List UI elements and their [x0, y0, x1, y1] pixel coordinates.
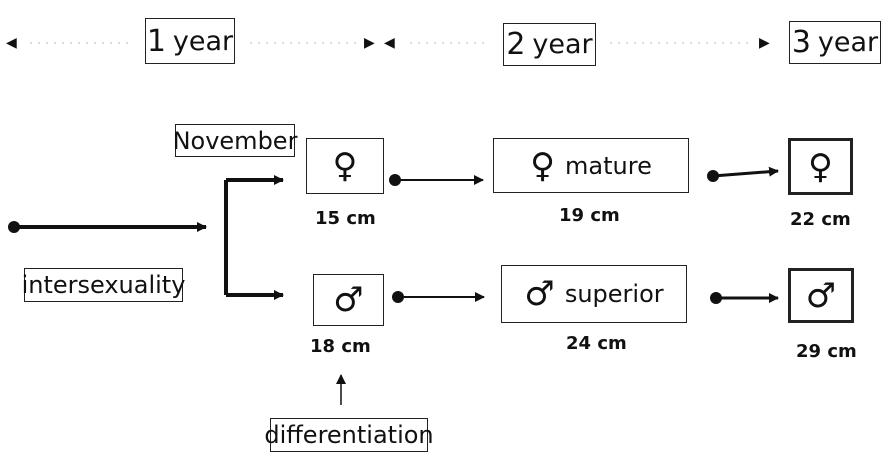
differentiation-label: differentiation — [264, 418, 434, 452]
intersexuality-label: intersexuality — [22, 268, 185, 302]
timeline-right-marker: ▶ — [364, 35, 375, 51]
male-stage-2-box: ♂ superior — [501, 265, 687, 323]
female-size-2: 19 cm — [559, 205, 620, 226]
female-symbol-icon: ♀ — [530, 145, 556, 186]
male-symbol-icon: ♂ — [524, 274, 555, 314]
female-stage-2-box: ♀ mature — [493, 138, 689, 193]
female-stage-1-box: ♀ — [306, 138, 384, 194]
female-symbol-icon: ♀ — [808, 146, 833, 187]
year-label-2: 2 year — [503, 23, 596, 66]
male-stage-3-box: ♂ — [788, 268, 854, 323]
female-arrow-2 — [712, 166, 779, 178]
male-size-2: 24 cm — [566, 333, 627, 354]
male-symbol-icon: ♂ — [805, 275, 837, 316]
year-label-1: 1 year — [145, 18, 235, 64]
male-size-3: 29 cm — [796, 341, 857, 362]
female-stage-2-text: mature — [565, 151, 652, 180]
timeline-left-marker: ◀ — [384, 35, 395, 51]
timeline-right-marker: ▶ — [759, 35, 770, 51]
female-size-3: 22 cm — [790, 209, 851, 230]
male-symbol-icon: ♂ — [333, 280, 364, 320]
male-stage-1-box: ♂ — [313, 274, 384, 326]
female-size-1: 15 cm — [315, 208, 376, 229]
november-label: November — [173, 124, 297, 157]
year-label-3: 3 year — [789, 21, 881, 64]
male-size-1: 18 cm — [310, 336, 371, 357]
female-symbol-icon: ♀ — [332, 146, 358, 186]
female-stage-3-box: ♀ — [788, 138, 853, 195]
male-stage-2-text: superior — [564, 280, 664, 308]
timeline-left-marker: ◀ — [6, 35, 17, 51]
